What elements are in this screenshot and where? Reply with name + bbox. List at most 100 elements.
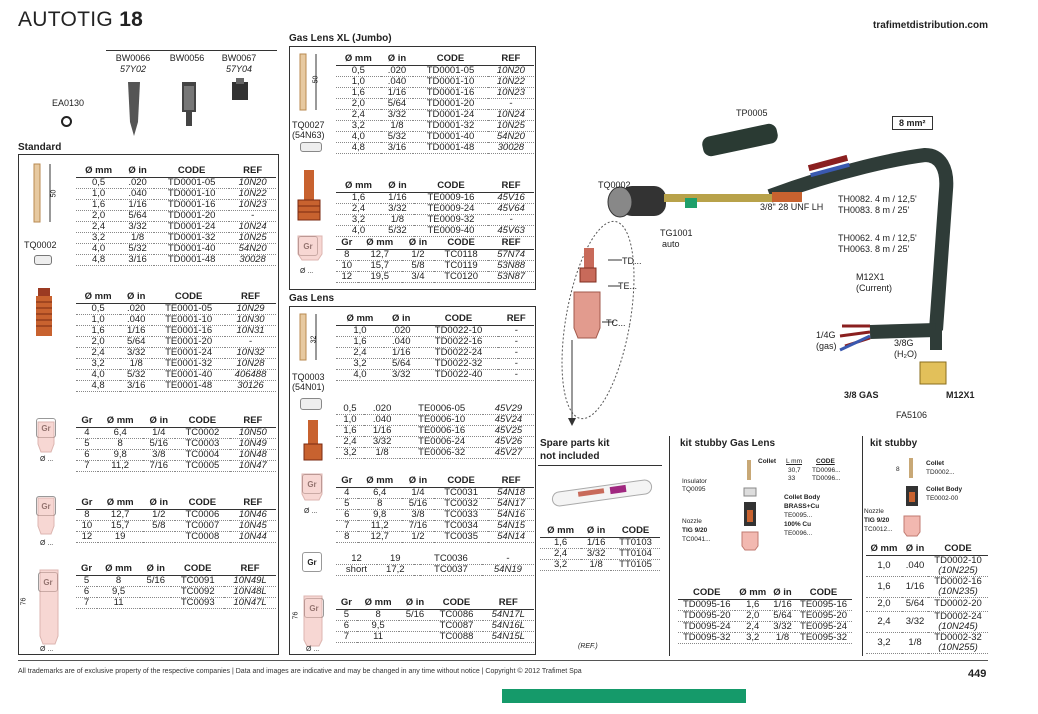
stubgl-cb5: TE0096... bbox=[784, 530, 813, 537]
stubgl-code-head: CODE bbox=[816, 458, 835, 465]
gas-lens-body-icon bbox=[303, 420, 323, 461]
glxl-panel bbox=[289, 46, 536, 290]
thread-label: 3/8" 28 UNF LH bbox=[760, 202, 824, 212]
th-code-1: TH0082. 4 m / 12,5' bbox=[838, 194, 917, 204]
fa-code: FA5106 bbox=[896, 410, 928, 420]
nozzle-icon bbox=[37, 421, 55, 453]
stubgl-nz3: TC0041... bbox=[682, 536, 711, 543]
stub-nz3: TC0012... bbox=[864, 526, 893, 533]
tungsten-icon bbox=[299, 313, 317, 361]
cap-ref-3: 57Y04 bbox=[225, 64, 253, 74]
stubby-gas-lens-icon bbox=[741, 460, 759, 551]
th-code-2: TH0083. 8 m / 25' bbox=[838, 205, 910, 215]
stub-cb: Collet Body bbox=[926, 486, 963, 493]
cap-ref-1: 57Y02 bbox=[119, 64, 147, 74]
oring-icon bbox=[61, 116, 72, 127]
gl-title: Gas Lens bbox=[289, 293, 335, 304]
stub-nz1: Nozzle bbox=[864, 508, 884, 515]
stubgl-l1: 30,7 bbox=[788, 467, 801, 474]
m12-nut-label: M12X1 bbox=[946, 390, 975, 400]
insulator-icon bbox=[300, 398, 322, 410]
glxl-tqref: (54N63) bbox=[292, 130, 325, 140]
stubgl-cb1: Collet Body bbox=[784, 494, 821, 501]
th-code-3: TH0062. 4 m / 12,5' bbox=[838, 233, 917, 243]
tungsten-icon bbox=[33, 163, 51, 223]
dia-label: Ø ... bbox=[40, 646, 54, 653]
collet-body-icon bbox=[36, 288, 52, 336]
stubgl-collet: Collet bbox=[758, 458, 777, 465]
glxl-len: 50 bbox=[312, 75, 320, 84]
page-number: 449 bbox=[968, 668, 987, 680]
stub-collet: Collet bbox=[926, 460, 945, 467]
gl-panel bbox=[289, 306, 536, 655]
long-nozzle-icon bbox=[39, 569, 59, 645]
stub-len: 8 bbox=[896, 466, 900, 473]
stubgl-nz1: Nozzle bbox=[682, 518, 702, 525]
site-link[interactable]: trafimetdistribution.com bbox=[872, 20, 988, 31]
nozzle-icon bbox=[297, 235, 323, 261]
td-callout: TD... bbox=[622, 256, 642, 266]
gas-lens-body-icon bbox=[297, 170, 321, 221]
cap-code-3: BW0067 bbox=[221, 53, 257, 63]
gr-badge: Gr bbox=[302, 552, 322, 572]
standard-len: 50 bbox=[50, 189, 58, 198]
section-badge: 8 mm² bbox=[892, 116, 933, 130]
stub-collet-code: TD0002... bbox=[926, 469, 955, 476]
stubgl-cb4: 100% Cu bbox=[784, 521, 812, 528]
current-label: (Current) bbox=[856, 283, 893, 293]
stub-title: kit stubby bbox=[870, 438, 918, 449]
long-nozzle-icon bbox=[303, 595, 323, 647]
ref-note: (REF.) bbox=[578, 643, 598, 650]
footer-rule bbox=[18, 660, 988, 661]
stub-nz2: TIG 9/20 bbox=[864, 517, 890, 524]
stubgl-panel bbox=[669, 436, 855, 656]
